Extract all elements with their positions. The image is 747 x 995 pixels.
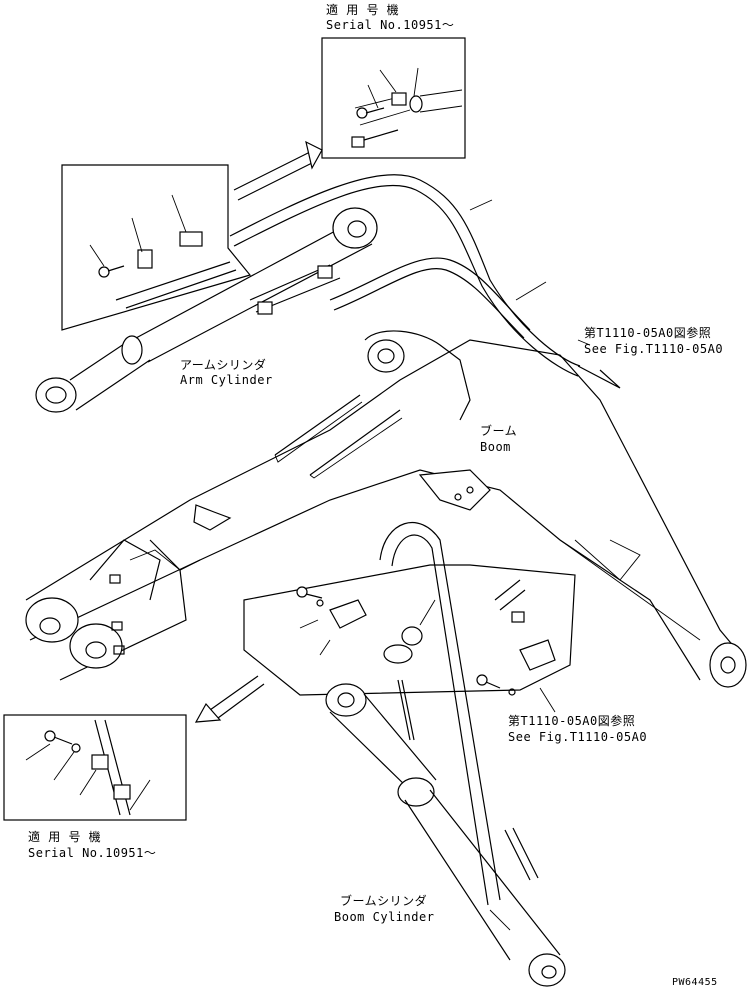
serial-label-top-en: Serial No.10951～ bbox=[326, 18, 455, 32]
detail-box-center bbox=[243, 564, 576, 696]
detail-box-left bbox=[61, 164, 252, 331]
serial-label-bottom-en: Serial No.10951～ bbox=[28, 846, 157, 860]
reference-label-bottom-jp: 第T1110-05A0図参照 bbox=[508, 714, 636, 728]
detail-box-bottom-left bbox=[3, 714, 187, 821]
boom-cylinder-label-jp: ブームシリンダ bbox=[340, 894, 428, 908]
hoses bbox=[229, 174, 621, 389]
serial-label-top-jp: 適 用 号 機 bbox=[326, 3, 400, 17]
arm-cylinder-drawing bbox=[35, 207, 378, 413]
detail-box-top bbox=[321, 37, 466, 159]
drawing-code: PW64455 bbox=[672, 977, 718, 988]
arrow-to-left-detail bbox=[194, 675, 265, 723]
boom-drawing bbox=[25, 330, 747, 688]
serial-label-bottom-jp: 適 用 号 機 bbox=[28, 830, 102, 844]
boom-cylinder-drawing bbox=[325, 522, 566, 987]
arrow-to-top-detail bbox=[233, 140, 323, 201]
arm-cylinder-label-jp: アームシリンダ bbox=[180, 358, 267, 372]
boom-label-jp: ブーム bbox=[480, 424, 518, 438]
boom-cylinder-label-en: Boom Cylinder bbox=[334, 910, 435, 924]
arm-cylinder-label-en: Arm Cylinder bbox=[180, 373, 273, 387]
reference-label-top-jp: 第T1110-05A0図参照 bbox=[584, 326, 712, 340]
reference-label-top-en: See Fig.T1110-05A0 bbox=[584, 342, 724, 356]
boom-label-en: Boom bbox=[480, 440, 511, 454]
reference-label-bottom-en: See Fig.T1110-05A0 bbox=[508, 730, 648, 744]
